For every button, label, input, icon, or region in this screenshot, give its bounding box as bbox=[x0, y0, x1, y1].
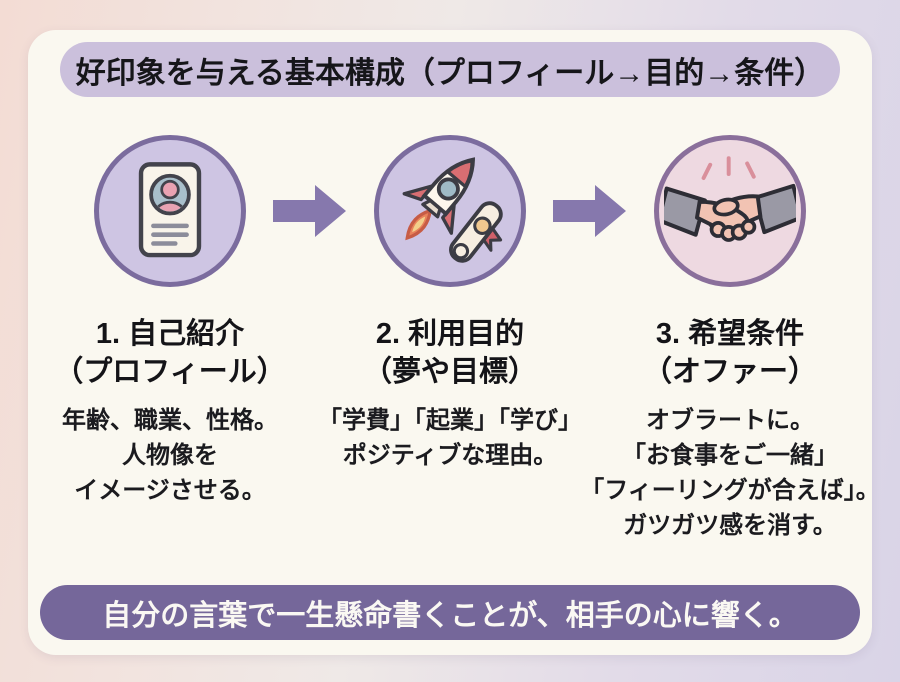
arrow-right-icon bbox=[553, 182, 627, 240]
profile-card-icon bbox=[107, 148, 233, 274]
step-descriptions-row: 1. 自己紹介 （プロフィール） 年齢、職業、性格。 人物像を イメージさせる。… bbox=[30, 316, 880, 544]
step-2-heading: 2. 利用目的 （夢や目標） bbox=[362, 318, 537, 388]
footer-pill: 自分の言葉で一生懸命書くことが、相手の心に響く。 bbox=[40, 585, 860, 640]
arrow-wrap-2 bbox=[526, 182, 654, 240]
footer-message: 自分の言葉で一生懸命書くことが、相手の心に響く。 bbox=[102, 599, 798, 632]
step-1-description: 年齢、職業、性格。 人物像を イメージさせる。 bbox=[62, 407, 278, 504]
arrow-right-icon bbox=[273, 182, 347, 240]
step-2-circle bbox=[374, 135, 526, 287]
steps-row bbox=[28, 135, 872, 287]
step-1-column: 1. 自己紹介 （プロフィール） 年齢、職業、性格。 人物像を イメージさせる。 bbox=[30, 316, 310, 544]
step-2-description: 「学費」「起業」「学び」 ポジティブな理由。 bbox=[318, 407, 582, 470]
step-3-column: 3. 希望条件 （オファー） オブラートに。 「お食事をご一緒」 「フィーリング… bbox=[580, 316, 880, 544]
step-2-column: 2. 利用目的 （夢や目標） 「学費」「起業」「学び」 ポジティブな理由。 bbox=[310, 316, 590, 544]
content-card: 好印象を与える基本構成（プロフィール→目的→条件） bbox=[28, 30, 880, 655]
step-3-heading: 3. 希望条件 （オファー） bbox=[642, 318, 817, 388]
handshake-icon bbox=[664, 145, 796, 277]
header-pill: 好印象を与える基本構成（プロフィール→目的→条件） bbox=[60, 42, 840, 97]
step-1-circle bbox=[94, 135, 246, 287]
step-1-heading: 1. 自己紹介 （プロフィール） bbox=[54, 318, 286, 388]
step-3-description: オブラートに。 「お食事をご一緒」 「フィーリングが合えば」。 ガツガツ感を消す… bbox=[580, 407, 880, 539]
arrow-wrap-1 bbox=[246, 182, 374, 240]
rocket-icon bbox=[386, 147, 514, 275]
page-title: 好印象を与える基本構成（プロフィール→目的→条件） bbox=[75, 56, 825, 90]
step-3-circle bbox=[654, 135, 806, 287]
